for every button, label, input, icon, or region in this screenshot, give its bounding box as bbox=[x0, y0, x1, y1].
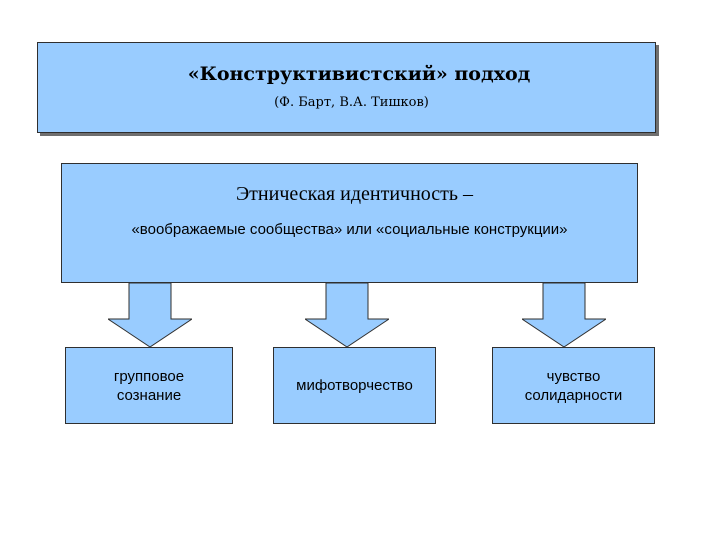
component-solidarity: чувство солидарности bbox=[492, 347, 655, 424]
definition-text: «воображаемые сообщества» или «социальны… bbox=[131, 221, 568, 238]
component-group-consciousness: групповое сознание bbox=[65, 347, 233, 424]
definition-title: Этническая идентичность – bbox=[235, 183, 474, 205]
component-myth-making: мифотворчество bbox=[273, 347, 436, 424]
definition-box: Этническая идентичность – «воображаемые … bbox=[61, 163, 638, 283]
approach-title: «Конструктивистский» подход bbox=[187, 63, 531, 85]
down-arrow-1 bbox=[108, 283, 192, 347]
approach-authors: (Ф. Барт, В.А. Тишков) bbox=[274, 95, 429, 110]
down-arrow-2 bbox=[305, 283, 389, 347]
approach-title-box: «Конструктивистский» подход (Ф. Барт, В.… bbox=[37, 42, 656, 133]
down-arrow-3 bbox=[522, 283, 606, 347]
